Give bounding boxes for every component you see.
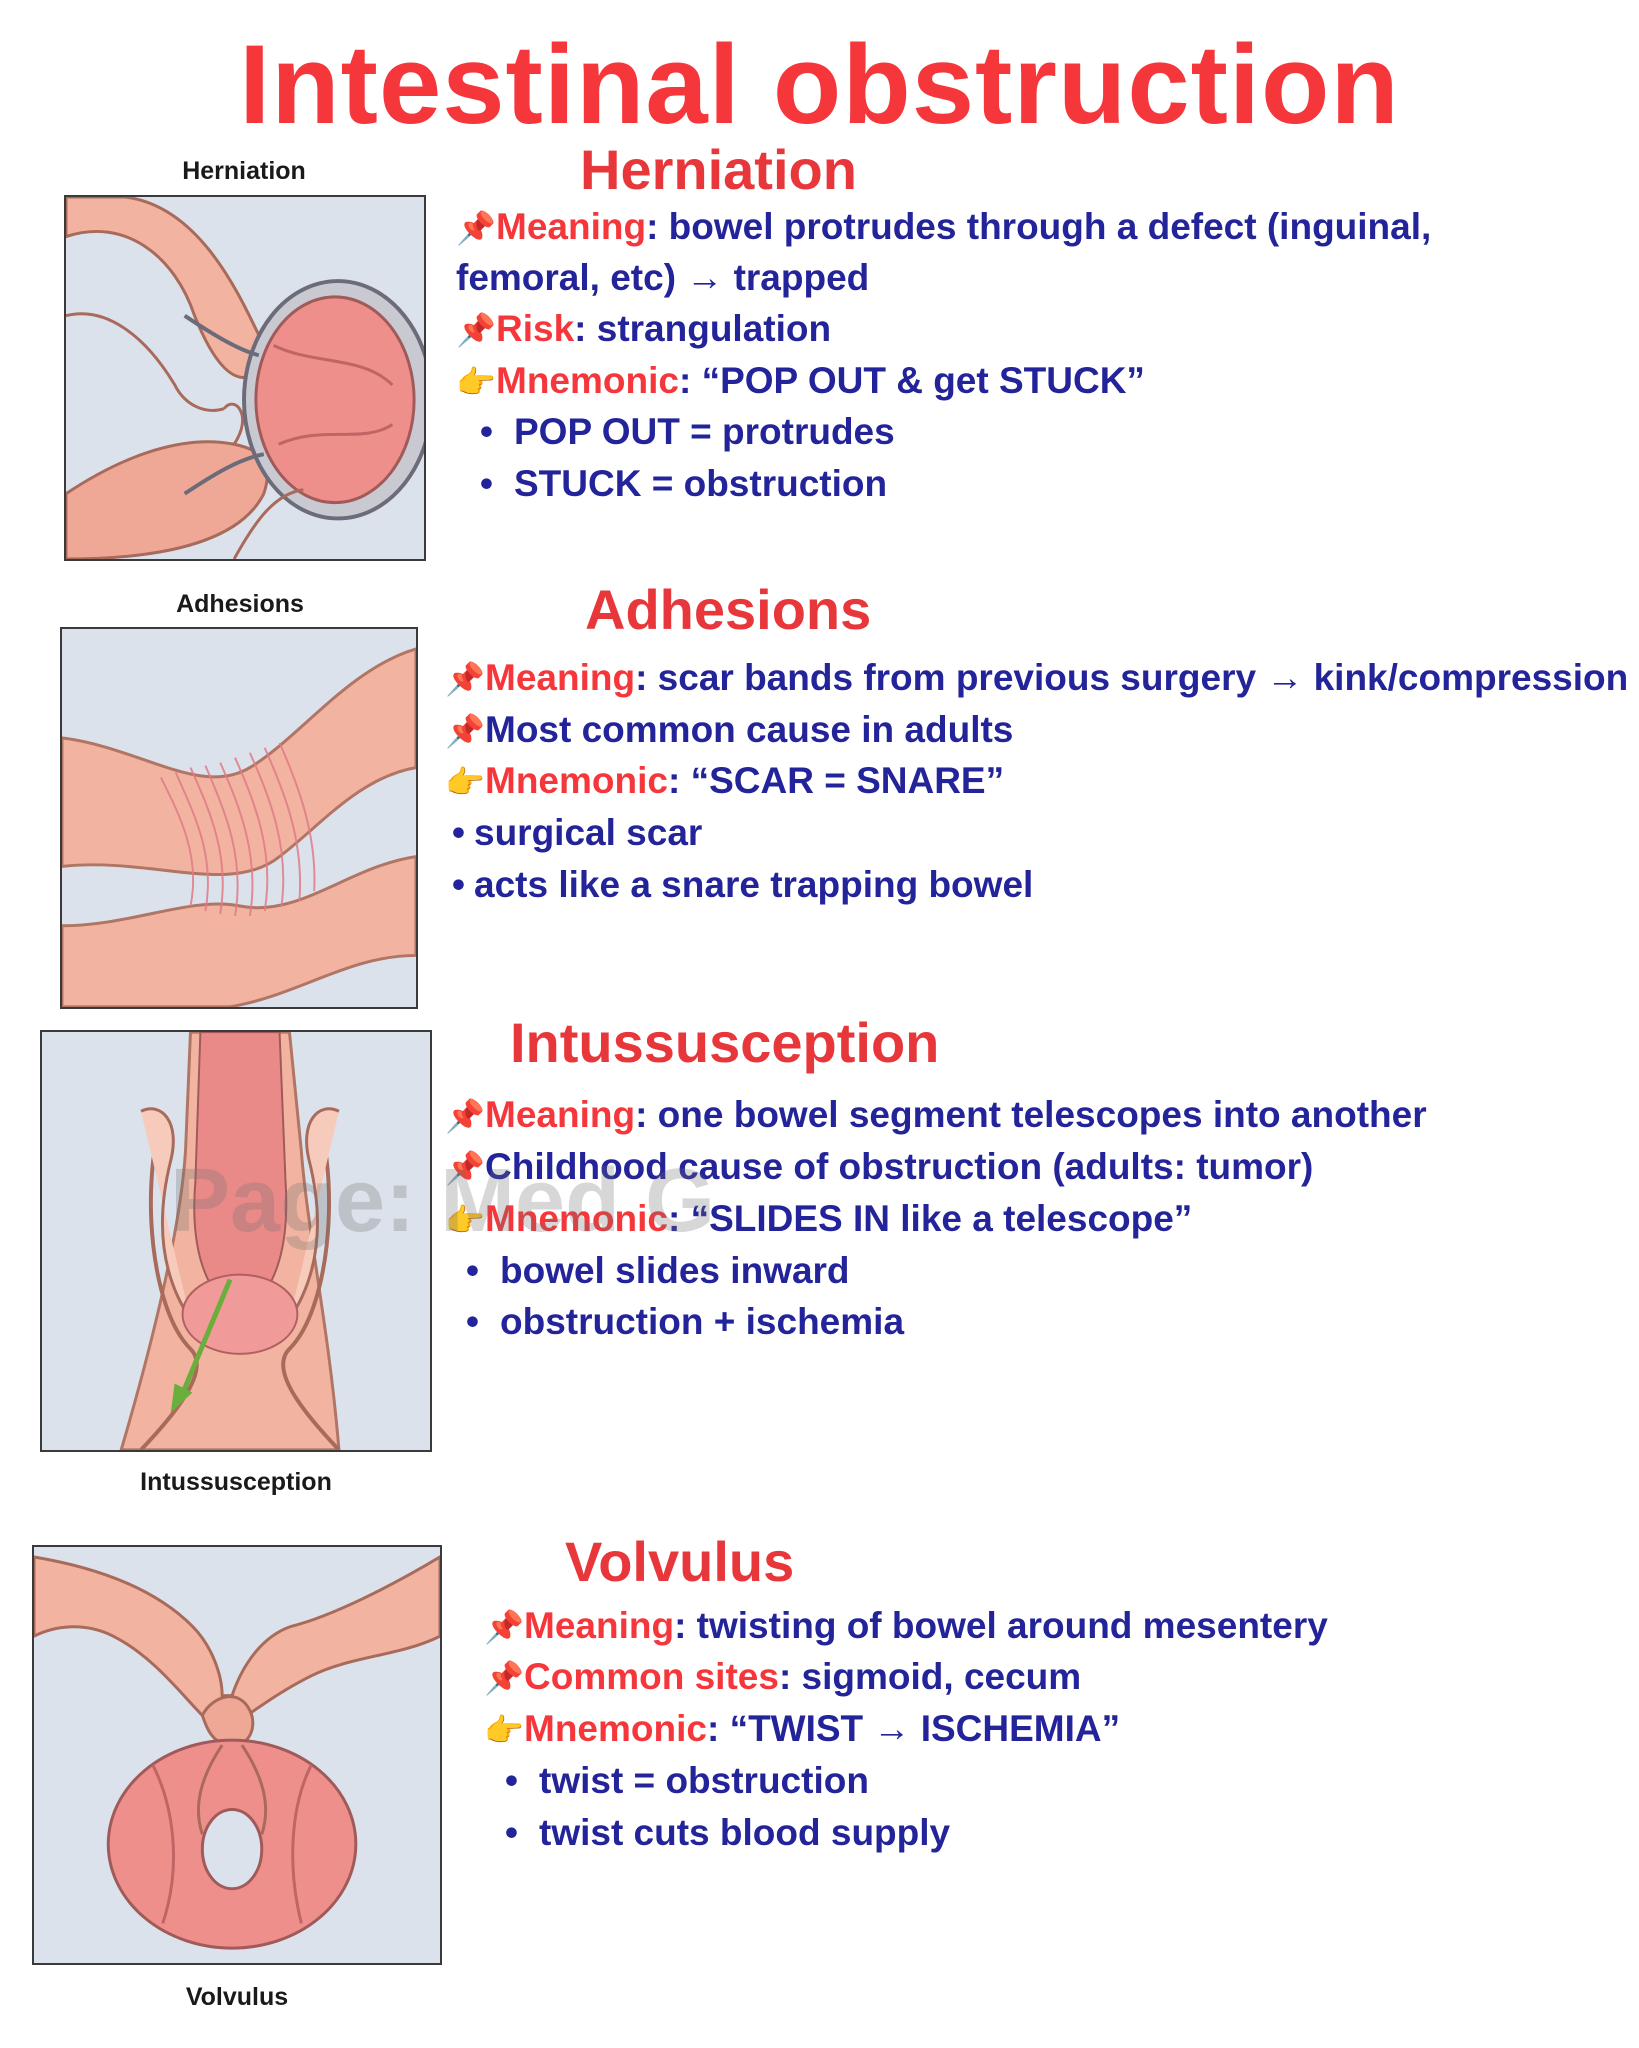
bullet-icon: • [480,463,493,504]
pointing-hand-icon: 👉 [445,764,485,800]
intussusception-bullet-1: • bowel slides inward [466,1249,850,1293]
herniation-bullet-1: • POP OUT = protrudes [480,410,895,454]
herniation-meaning-continued: femoral, etc) → trapped [456,257,870,298]
list-item: twist cuts blood supply [539,1812,951,1853]
herniation-heading: Herniation [580,138,857,201]
adhesions-illustration [60,627,418,1009]
intussusception-heading: Intussusception [510,1011,940,1074]
herniation-mnemonic-key: Mnemonic [496,360,679,401]
adhesions-meaning-line: 📌Meaning: scar bands from previous surge… [445,656,1628,701]
page-title: Intestinal obstruction [239,22,1400,147]
intussusception-note-line: 📌Childhood cause of obstruction (adults:… [445,1145,1313,1190]
pushpin-icon: 📌 [456,210,496,246]
adhesions-note-text: Most common cause in adults [485,709,1014,750]
volvulus-mnemonic-text: : “TWIST → ISCHEMIA” [706,1708,1121,1749]
pushpin-icon: 📌 [445,1098,485,1134]
volvulus-meaning-line: 📌Meaning: twisting of bowel around mesen… [484,1604,1328,1649]
intussusception-bullet-2: • obstruction + ischemia [466,1300,904,1344]
adhesions-mnemonic-text: : “SCAR = SNARE” [667,760,1005,801]
volvulus-bullet-1: • twist = obstruction [505,1759,869,1803]
intussusception-illustration [40,1030,432,1452]
list-item: acts like a snare trapping bowel [474,864,1034,905]
intussusception-mnemonic-text: : “SLIDES IN like a telescope” [667,1198,1193,1239]
herniation-bullet-2: • STUCK = obstruction [480,462,887,506]
herniation-risk-line: 📌Risk: strangulation [456,307,831,352]
list-item: twist = obstruction [539,1760,869,1801]
volvulus-drawing [34,1547,440,1963]
herniation-risk-key: Risk [496,308,575,349]
adhesions-figure-caption: Adhesions [176,590,304,618]
bullet-icon: • [505,1812,518,1853]
adhesions-note-line: 📌Most common cause in adults [445,708,1013,753]
volvulus-mnemonic-line: 👉Mnemonic: “TWIST → ISCHEMIA” [484,1707,1120,1752]
volvulus-sites-line: 📌Common sites: sigmoid, cecum [484,1655,1081,1700]
intussusception-meaning-text: : one bowel segment telescopes into anot… [635,1094,1427,1135]
pushpin-icon: 📌 [456,312,496,348]
pointing-hand-icon: 👉 [456,364,496,400]
intussusception-drawing [42,1032,430,1450]
adhesions-meaning-key: Meaning [485,657,636,698]
pushpin-icon: 📌 [445,1150,485,1186]
bullet-icon: • [452,864,465,905]
adhesions-bullet-2: •acts like a snare trapping bowel [452,863,1033,907]
volvulus-bullet-2: • twist cuts blood supply [505,1811,950,1855]
intussusception-figure-caption: Intussusception [140,1468,332,1496]
intussusception-meaning-key: Meaning [485,1094,636,1135]
volvulus-figure-caption: Volvulus [185,1983,289,2011]
adhesions-meaning-text: : scar bands from previous surgery → kin… [635,657,1629,698]
bullet-icon: • [466,1250,479,1291]
list-item: surgical scar [474,812,703,853]
pushpin-icon: 📌 [484,1609,524,1645]
volvulus-illustration [32,1545,442,1965]
bullet-icon: • [480,411,493,452]
volvulus-meaning-key: Meaning [524,1605,675,1646]
herniation-meaning-key: Meaning [496,206,647,247]
list-item: bowel slides inward [500,1250,850,1291]
adhesions-mnemonic-key: Mnemonic [485,760,668,801]
adhesions-heading: Adhesions [585,578,872,641]
adhesions-mnemonic-line: 👉Mnemonic: “SCAR = SNARE” [445,759,1004,804]
volvulus-sites-text: : sigmoid, cecum [778,1656,1082,1697]
bullet-icon: • [466,1301,479,1342]
list-item: obstruction + ischemia [500,1301,905,1342]
herniation-drawing [66,197,424,559]
herniation-meaning-text: : bowel protrudes through a defect (ingu… [646,206,1432,247]
pointing-hand-icon: 👉 [445,1202,485,1238]
adhesions-drawing [62,629,416,1007]
adhesions-bullet-1: •surgical scar [452,811,702,855]
pushpin-icon: 📌 [484,1660,524,1696]
intussusception-mnemonic-key: Mnemonic [485,1198,668,1239]
intussusception-meaning-line: 📌Meaning: one bowel segment telescopes i… [445,1093,1427,1138]
herniation-meaning-line: 📌Meaning: bowel protrudes through a defe… [456,205,1431,250]
intussusception-mnemonic-line: 👉Mnemonic: “SLIDES IN like a telescope” [445,1197,1192,1242]
herniation-figure-caption: Herniation [182,157,306,185]
volvulus-mnemonic-key: Mnemonic [524,1708,707,1749]
bullet-icon: • [505,1760,518,1801]
volvulus-meaning-text: : twisting of bowel around mesentery [674,1605,1328,1646]
pushpin-icon: 📌 [445,713,485,749]
volvulus-heading: Volvulus [565,1530,795,1593]
intussusception-note-text: Childhood cause of obstruction (adults: … [485,1146,1314,1187]
list-item: STUCK = obstruction [514,463,888,504]
herniation-illustration [64,195,426,561]
pushpin-icon: 📌 [445,661,485,697]
herniation-mnemonic-text: : “POP OUT & get STUCK” [678,360,1145,401]
herniation-risk-text: : strangulation [574,308,832,349]
volvulus-sites-key: Common sites [524,1656,779,1697]
bullet-icon: • [452,812,465,853]
herniation-mnemonic-line: 👉Mnemonic: “POP OUT & get STUCK” [456,359,1145,404]
pointing-hand-icon: 👉 [484,1712,524,1748]
list-item: POP OUT = protrudes [514,411,895,452]
